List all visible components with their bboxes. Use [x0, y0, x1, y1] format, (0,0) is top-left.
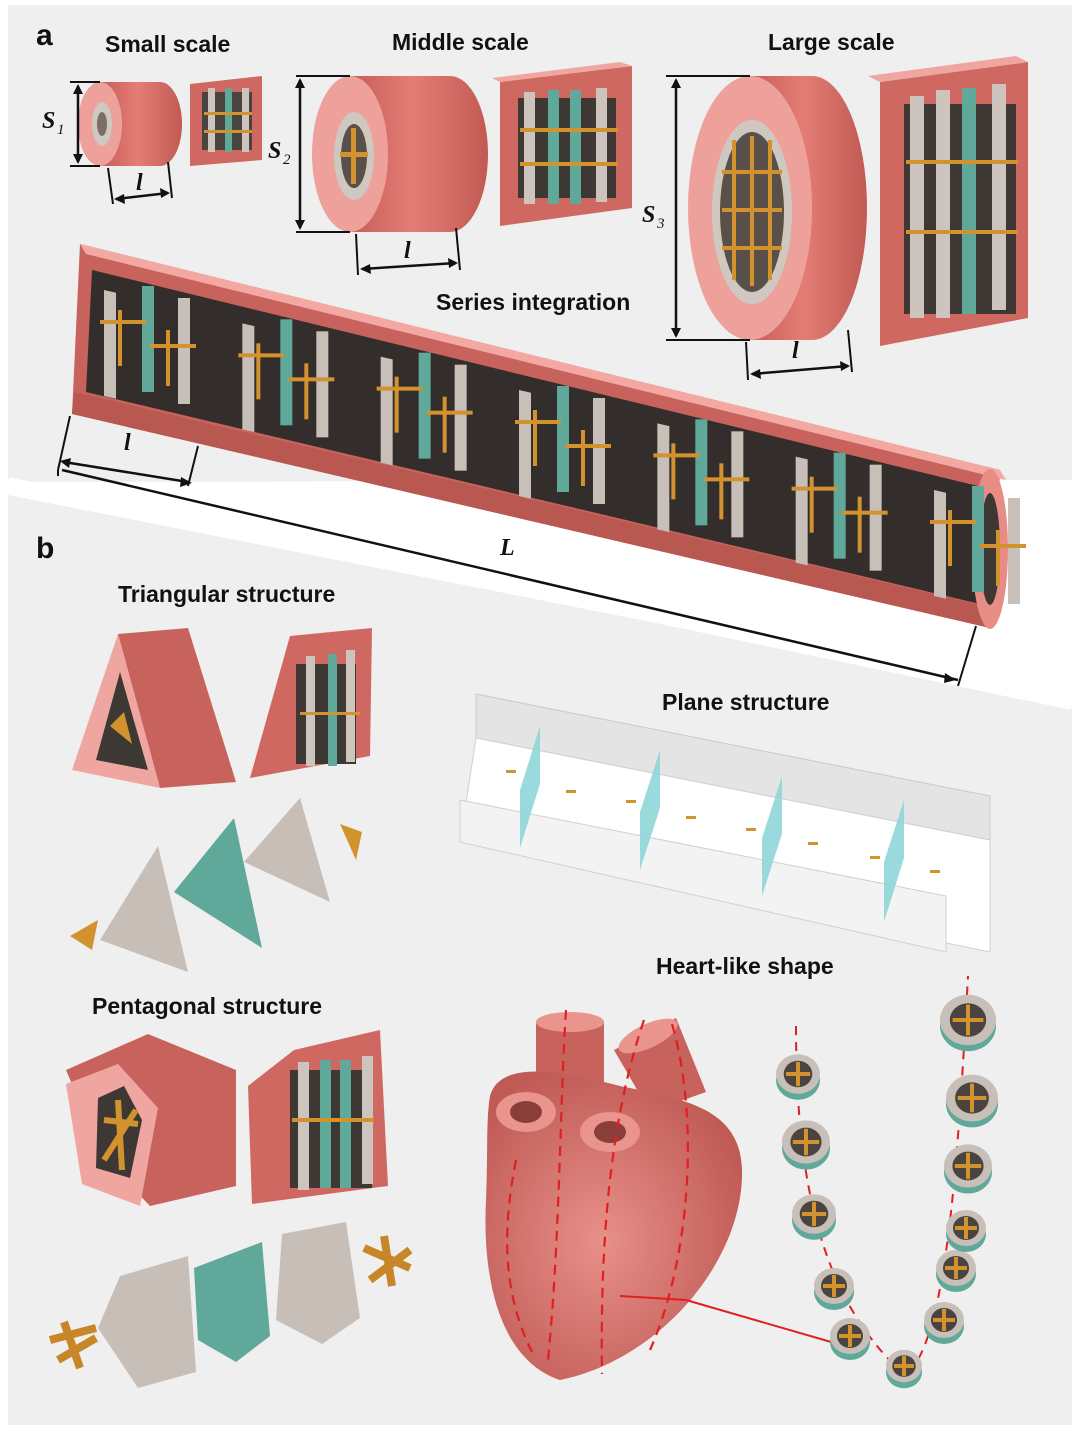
large-scale-dimensions: [666, 75, 853, 381]
tube-unit: [100, 286, 196, 404]
chain-ring: [814, 1268, 854, 1310]
plane-structure: [459, 693, 991, 953]
small-scale-title: Small scale: [105, 31, 230, 57]
pentagonal-prism: [66, 1034, 236, 1206]
middle-scale-title: Middle scale: [392, 29, 529, 55]
l-small-label: l: [136, 170, 143, 196]
plane-title: Plane structure: [662, 689, 829, 715]
heart-title: Heart-like shape: [656, 953, 834, 979]
heart-model: [485, 1009, 839, 1380]
small-scale-cutaway: [190, 76, 262, 166]
middle-scale-cutaway: [492, 62, 632, 226]
small-scale-dimensions: [70, 81, 173, 205]
middle-scale-dimensions: [295, 75, 461, 276]
tube-unit: [930, 486, 1026, 604]
chain-ring: [924, 1302, 964, 1344]
tube-unit: [238, 319, 335, 438]
l-series-label: l: [124, 430, 131, 456]
tube-units: [100, 286, 1026, 604]
middle-scale-cylinder: [312, 76, 488, 232]
L-total-label: L: [499, 535, 515, 561]
s1-sub: 1: [57, 122, 65, 138]
series-dimensions: [57, 415, 977, 687]
triangular-prism: [72, 628, 236, 788]
s2-sub: 2: [283, 152, 291, 168]
s3-sub: 3: [656, 216, 665, 232]
s3-label: S: [642, 202, 655, 228]
chain-ring: [792, 1194, 836, 1240]
pentagonal-title: Pentagonal structure: [92, 993, 322, 1019]
panel-a-label: a: [36, 19, 53, 52]
l-large-label: l: [792, 338, 799, 364]
s2-label: S: [268, 138, 281, 164]
panel-b-label: b: [36, 532, 54, 565]
chain-ring: [830, 1318, 870, 1360]
pentagonal-cutaway: [248, 1030, 388, 1204]
tube-unit: [791, 452, 888, 571]
small-scale-cylinder: [78, 82, 182, 166]
chain-ring: [944, 1144, 992, 1194]
triangular-cutaway: [250, 628, 372, 778]
chain-ring: [776, 1054, 820, 1100]
s1-label: S: [42, 108, 55, 134]
tube-unit: [515, 386, 611, 504]
large-scale-title: Large scale: [768, 29, 895, 55]
tube-unit: [376, 352, 473, 471]
triangular-exploded-parts: [70, 798, 362, 972]
heart-chain-units: [776, 994, 998, 1389]
large-scale-cylinder: [688, 76, 867, 340]
l-middle-label: l: [404, 238, 411, 264]
tube-unit: [653, 419, 750, 538]
chain-ring: [940, 994, 996, 1052]
chain-ring: [782, 1120, 830, 1170]
large-scale-cutaway: [868, 56, 1028, 346]
chain-ring: [936, 1250, 976, 1292]
chain-ring: [946, 1210, 986, 1252]
chain-ring: [946, 1074, 998, 1128]
series-integration-title: Series integration: [436, 289, 630, 315]
pentagonal-exploded-parts: [48, 1222, 413, 1388]
triangular-title: Triangular structure: [118, 581, 335, 607]
chain-ring: [886, 1349, 922, 1389]
